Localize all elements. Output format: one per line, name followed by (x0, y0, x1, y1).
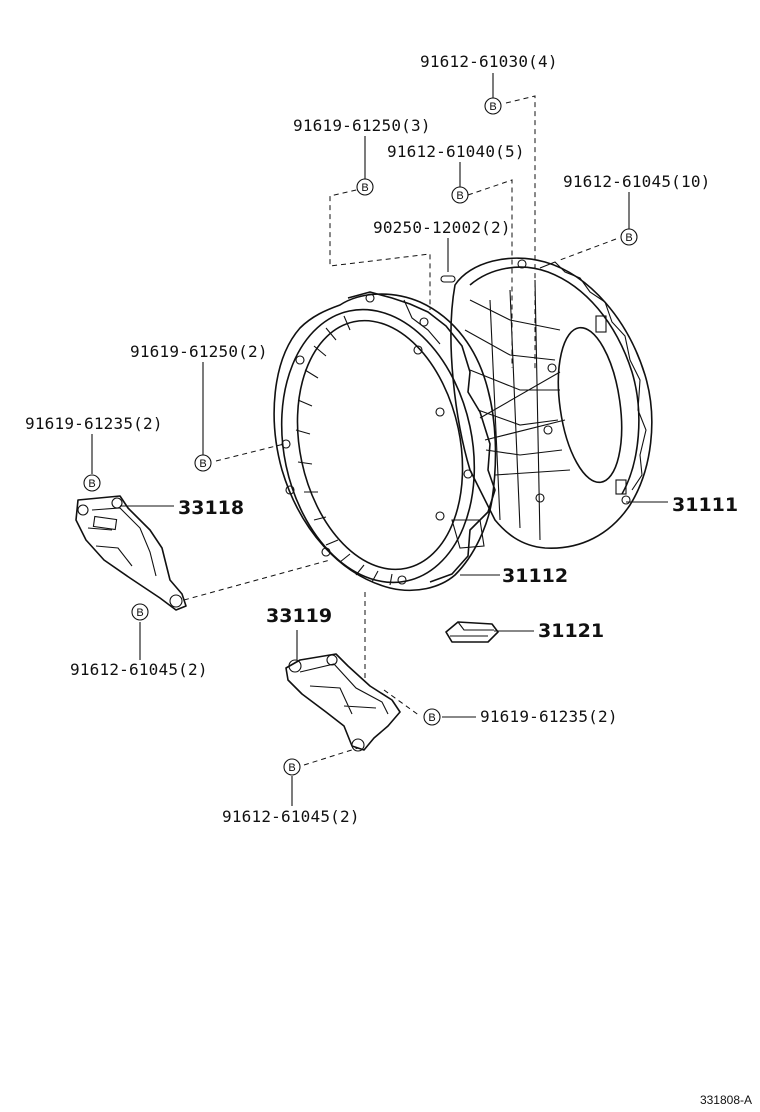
label-31111: 31111 (672, 494, 738, 516)
fastener-b-8: B (423, 708, 441, 726)
label-91619-61250-b: 91619-61250(2) (130, 342, 268, 361)
label-31121: 31121 (538, 620, 604, 642)
fastener-b-2: B (356, 178, 374, 196)
svg-text:B: B (361, 182, 368, 194)
fastener-b-5: B (194, 454, 212, 472)
reference-code: 331808-A (700, 1093, 752, 1107)
fastener-b-4: B (620, 228, 638, 246)
svg-text:B: B (456, 190, 463, 202)
housing-31112 (273, 291, 497, 592)
svg-text:B: B (88, 478, 95, 490)
label-91612-61045-a: 91612-61045(10) (563, 172, 711, 191)
fastener-markers: B B B B B B B B B (83, 97, 638, 776)
dashed-guides (183, 95, 617, 766)
label-91612-61045-c: 91612-61045(2) (222, 807, 360, 826)
svg-text:B: B (136, 607, 143, 619)
plug-31121 (445, 621, 499, 643)
svg-text:B: B (625, 232, 632, 244)
label-91619-61250-a: 91619-61250(3) (293, 116, 431, 135)
svg-text:B: B (428, 712, 435, 724)
label-91619-61235-b: 91619-61235(2) (480, 707, 618, 726)
label-33119: 33119 (266, 605, 332, 627)
label-31112: 31112 (502, 565, 568, 587)
fastener-b-1: B (484, 97, 502, 115)
bracket-33118 (75, 495, 187, 611)
fastener-b-7: B (131, 603, 149, 621)
label-91619-61235-a: 91619-61235(2) (25, 414, 163, 433)
svg-text:B: B (199, 458, 206, 470)
label-33118: 33118 (178, 497, 244, 519)
leader-lines (91, 73, 668, 806)
part-labels: 91612-61030(4) 91619-61250(3) 91612-6104… (25, 52, 752, 1107)
fastener-b-3: B (451, 186, 469, 204)
fastener-b-9: B (283, 758, 301, 776)
label-91612-61040: 91612-61040(5) (387, 142, 525, 161)
svg-text:B: B (288, 762, 295, 774)
dowel-pin (440, 275, 456, 283)
svg-text:B: B (489, 101, 496, 113)
label-91612-61030: 91612-61030(4) (420, 52, 558, 71)
label-91612-61045-b: 91612-61045(2) (70, 660, 208, 679)
bracket-33119 (285, 653, 401, 752)
housing-31111 (450, 257, 653, 549)
label-90250-12002: 90250-12002(2) (373, 218, 511, 237)
fastener-b-6: B (83, 474, 101, 492)
